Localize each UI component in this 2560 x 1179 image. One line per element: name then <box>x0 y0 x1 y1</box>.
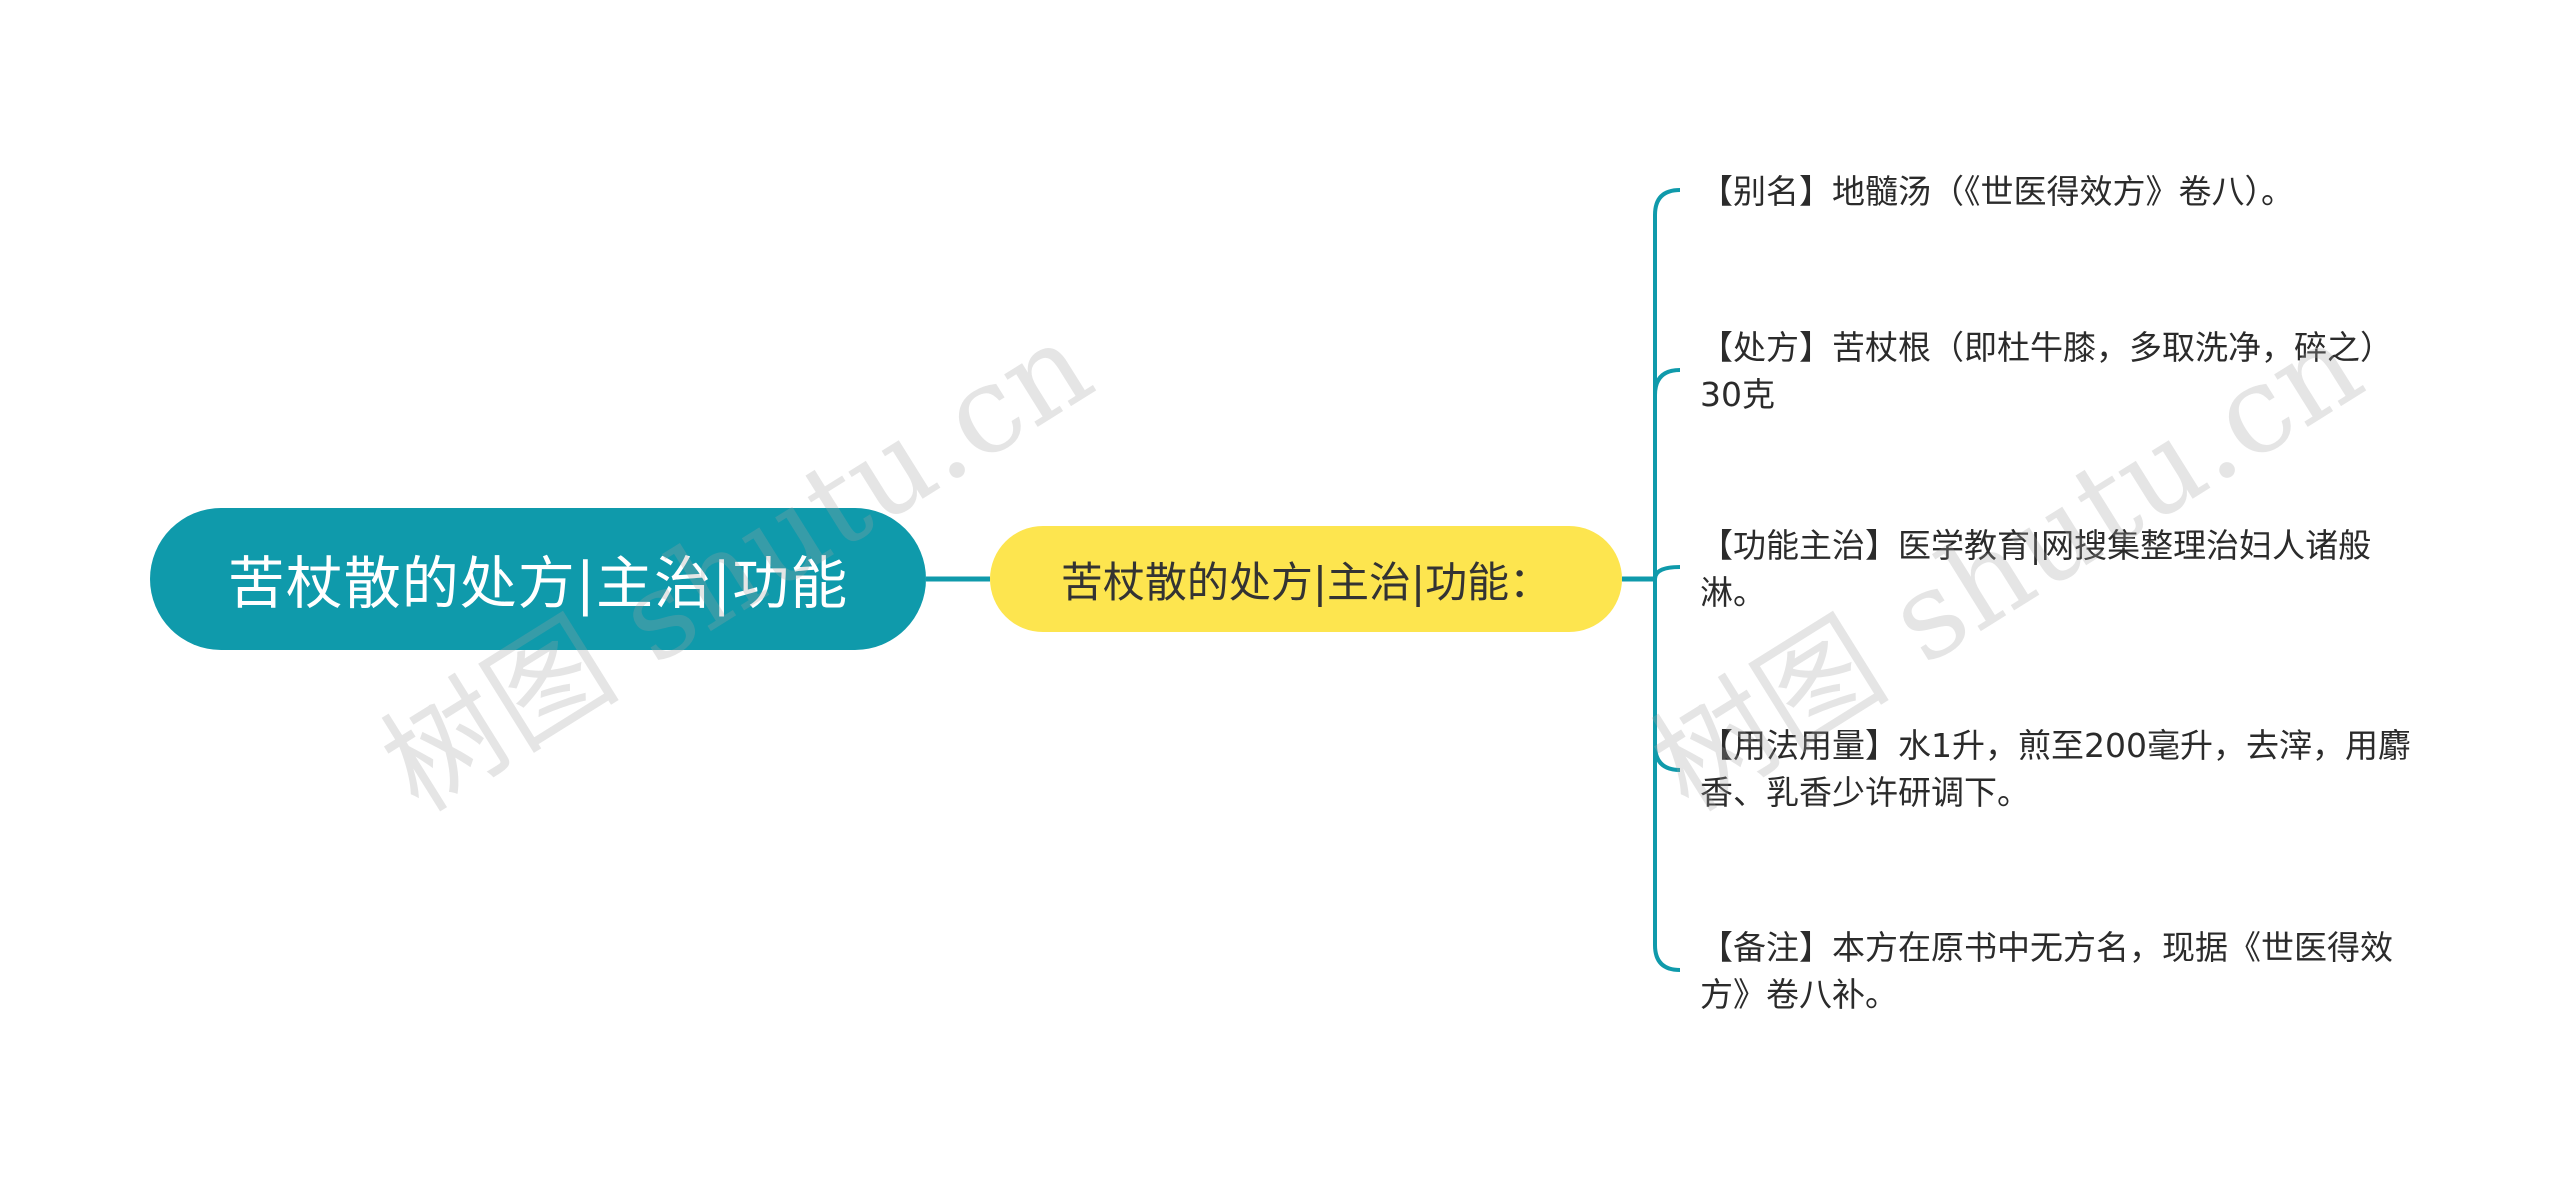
leaf-text: 【别名】地髓汤（《世医得效方》卷八）。 <box>1700 172 2294 211</box>
root-topic-label: 苦杖散的处方|主治|功能 <box>227 551 849 617</box>
leaf-text: 【处方】苦杖根（即杜牛膝，多取洗净，碎之）30克 <box>1700 328 2393 414</box>
leaf-node-alias[interactable]: 【别名】地髓汤（《世医得效方》卷八）。 <box>1700 168 2420 215</box>
leaf-text: 【用法用量】水1升，煎至200毫升，去滓，用麝香、乳香少许研调下。 <box>1700 726 2411 812</box>
leaf-connector-5 <box>1653 579 1681 972</box>
leaf-node-indications[interactable]: 【功能主治】医学教育|网搜集整理治妇人诸般淋。 <box>1700 522 2420 616</box>
leaf-node-notes[interactable]: 【备注】本方在原书中无方名，现据《世医得效方》卷八补。 <box>1700 924 2420 1018</box>
subtopic-label: 苦杖散的处方|主治|功能： <box>1060 557 1552 607</box>
leaf-connector-3 <box>1653 565 1681 580</box>
leaf-node-usage[interactable]: 【用法用量】水1升，煎至200毫升，去滓，用麝香、乳香少许研调下。 <box>1700 722 2420 816</box>
root-topic-node[interactable]: 苦杖散的处方|主治|功能 <box>150 508 926 650</box>
leaf-text: 【备注】本方在原书中无方名，现据《世医得效方》卷八补。 <box>1700 928 2393 1014</box>
leaf-node-prescription[interactable]: 【处方】苦杖根（即杜牛膝，多取洗净，碎之）30克 <box>1700 324 2420 418</box>
leaf-connector-2 <box>1653 368 1681 579</box>
subtopic-node[interactable]: 苦杖散的处方|主治|功能： <box>990 526 1622 632</box>
leaf-connector-4 <box>1653 579 1681 772</box>
leaf-text: 【功能主治】医学教育|网搜集整理治妇人诸般淋。 <box>1700 526 2372 612</box>
leaf-connector-1 <box>1653 188 1681 579</box>
